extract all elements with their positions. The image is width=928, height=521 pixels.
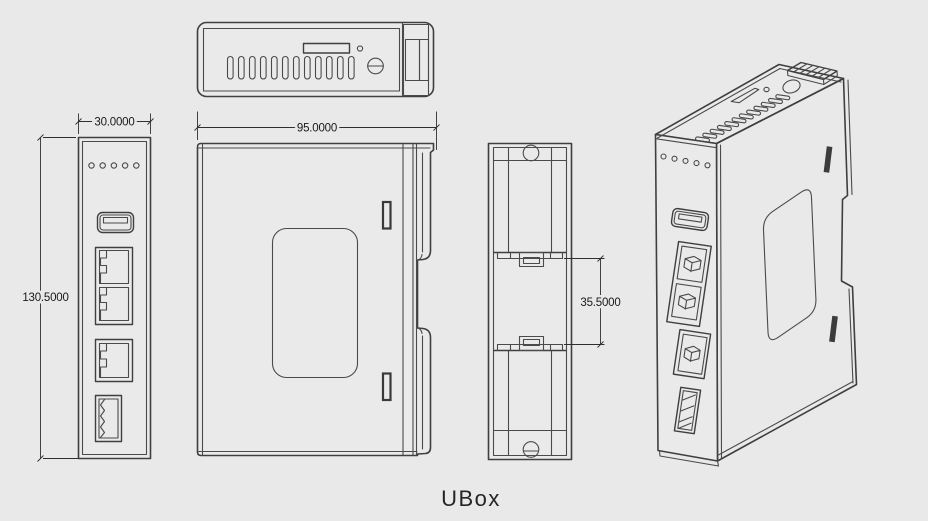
vent-slots xyxy=(226,55,355,80)
sim-slot-iso xyxy=(730,87,760,104)
dimension-rail-label: 35.5000 xyxy=(580,297,620,309)
rail-latch-top xyxy=(493,251,567,268)
ethernet-port-iso xyxy=(672,328,712,380)
led-indicators xyxy=(88,162,140,169)
led-indicators-iso xyxy=(660,153,711,169)
terminal-block xyxy=(94,394,123,443)
vent-slots-iso xyxy=(695,94,791,143)
usb-port xyxy=(96,211,135,234)
label-area-iso xyxy=(762,189,817,341)
top-view xyxy=(196,21,435,98)
label-area xyxy=(271,227,359,379)
side-slot-upper xyxy=(381,200,392,230)
dimension-width: 30.0000 xyxy=(75,113,154,134)
iso-front-face xyxy=(654,133,719,462)
iso-side-face xyxy=(715,77,858,462)
screw-head-iso xyxy=(782,79,801,94)
dimension-height-label: 130.5000 xyxy=(22,292,68,304)
dimension-rail: 35.5000 xyxy=(564,255,623,348)
usb-port-iso xyxy=(670,207,710,232)
side-view: 95.0000 xyxy=(194,111,440,457)
dimension-width-label: 30.0000 xyxy=(94,117,134,129)
reset-hole-iso xyxy=(763,86,770,93)
side-slot-lower-iso xyxy=(829,315,838,343)
sim-slot xyxy=(302,42,351,54)
back-view: 35.5000 xyxy=(487,142,623,461)
mounting-hole-top xyxy=(522,144,540,162)
din-clip-top xyxy=(402,23,430,97)
side-slot-lower xyxy=(381,372,392,402)
dimension-depth-label: 95.0000 xyxy=(297,123,337,135)
screw-head xyxy=(367,57,384,75)
front-view: 30.0000 130.5000 xyxy=(20,113,154,462)
terminal-block-iso xyxy=(673,386,702,435)
mounting-hole-bottom xyxy=(522,441,540,458)
side-slot-upper-iso xyxy=(823,146,833,173)
dimension-height: 130.5000 xyxy=(20,134,78,462)
dimension-depth: 95.0000 xyxy=(194,111,440,150)
ethernet-port-pair-iso xyxy=(666,240,712,328)
ethernet-port xyxy=(94,338,134,383)
rail-latch-bottom xyxy=(493,335,567,352)
isometric-view xyxy=(654,61,858,467)
drawing-title: UBox xyxy=(441,486,501,511)
din-clip-iso xyxy=(786,61,838,86)
ethernet-port-pair xyxy=(94,246,134,326)
reset-hole xyxy=(356,45,364,52)
